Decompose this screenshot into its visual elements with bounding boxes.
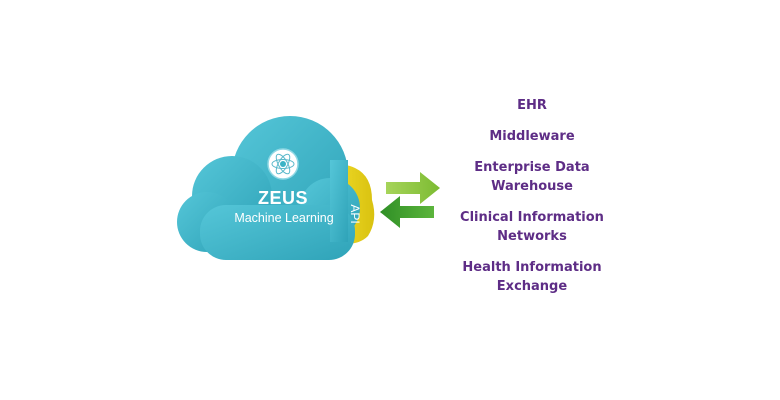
zeus-cloud [177, 116, 360, 260]
api-label: API [348, 204, 362, 224]
arrow-right-icon [386, 172, 440, 204]
arrow-left-icon [380, 196, 434, 228]
systems-list: EHR Middleware Enterprise Data Warehouse… [440, 96, 624, 308]
cloud-subtitle: Machine Learning [234, 211, 334, 225]
cloud-title: ZEUS [257, 188, 308, 208]
system-item-clinical-information-networks: Clinical Information Networks [460, 210, 604, 244]
atom-brain-icon [267, 148, 299, 180]
system-item-ehr: EHR [517, 98, 547, 113]
system-item-middleware: Middleware [489, 129, 575, 144]
system-item-enterprise-data-warehouse: Enterprise Data Warehouse [474, 160, 590, 194]
system-item-health-information-exchange: Health Information Exchange [462, 260, 602, 294]
